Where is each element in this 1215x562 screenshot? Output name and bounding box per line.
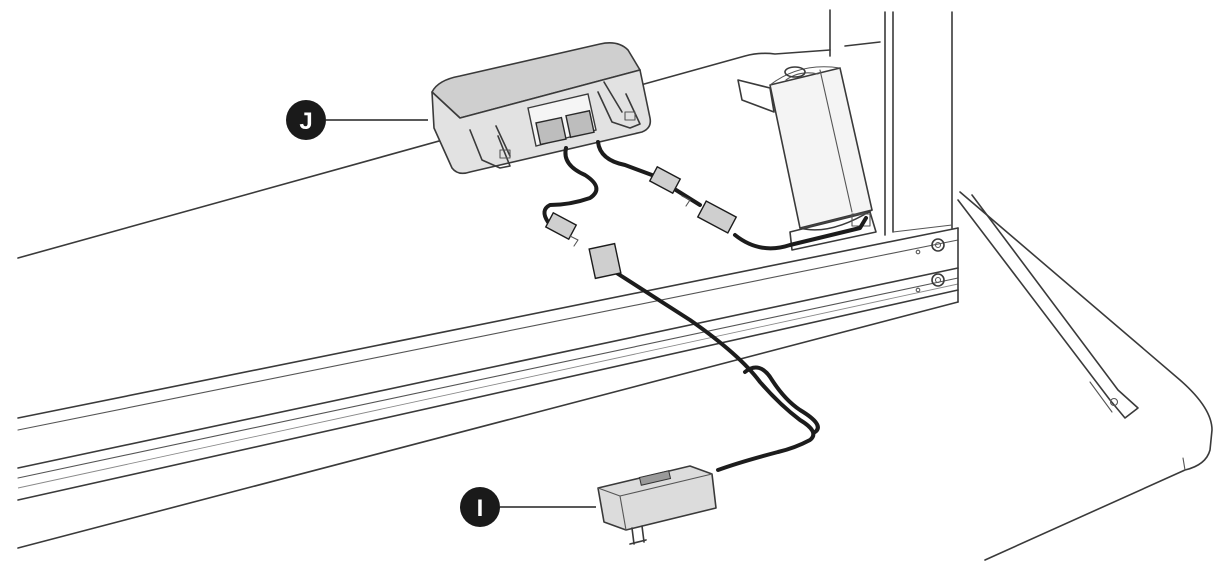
leg-column — [829, 9, 1139, 419]
control-box — [431, 42, 652, 175]
callout-badge-i: I — [460, 487, 500, 527]
callout-label-i: I — [477, 495, 484, 522]
wiring-cables — [542, 140, 868, 472]
power-adapter — [597, 465, 717, 545]
callout-badge-j: J — [286, 100, 326, 140]
callout-leaders — [326, 119, 596, 508]
desktop-surface — [17, 41, 1213, 561]
callout-label-j: J — [299, 108, 312, 135]
leg-motor — [737, 66, 877, 251]
crossbar-beam — [17, 227, 959, 549]
